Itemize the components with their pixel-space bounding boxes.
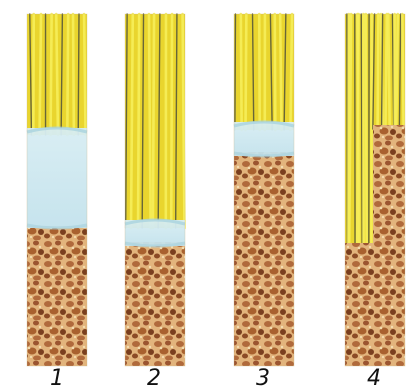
label-2: 2: [134, 368, 174, 390]
strip-4: [345, 14, 405, 366]
strip-2: [125, 14, 185, 366]
strip-3: [234, 14, 294, 366]
label-3: 3: [243, 368, 283, 390]
label-1: 1: [37, 368, 77, 390]
strip-1: [27, 14, 87, 366]
label-4: 4: [354, 368, 394, 390]
